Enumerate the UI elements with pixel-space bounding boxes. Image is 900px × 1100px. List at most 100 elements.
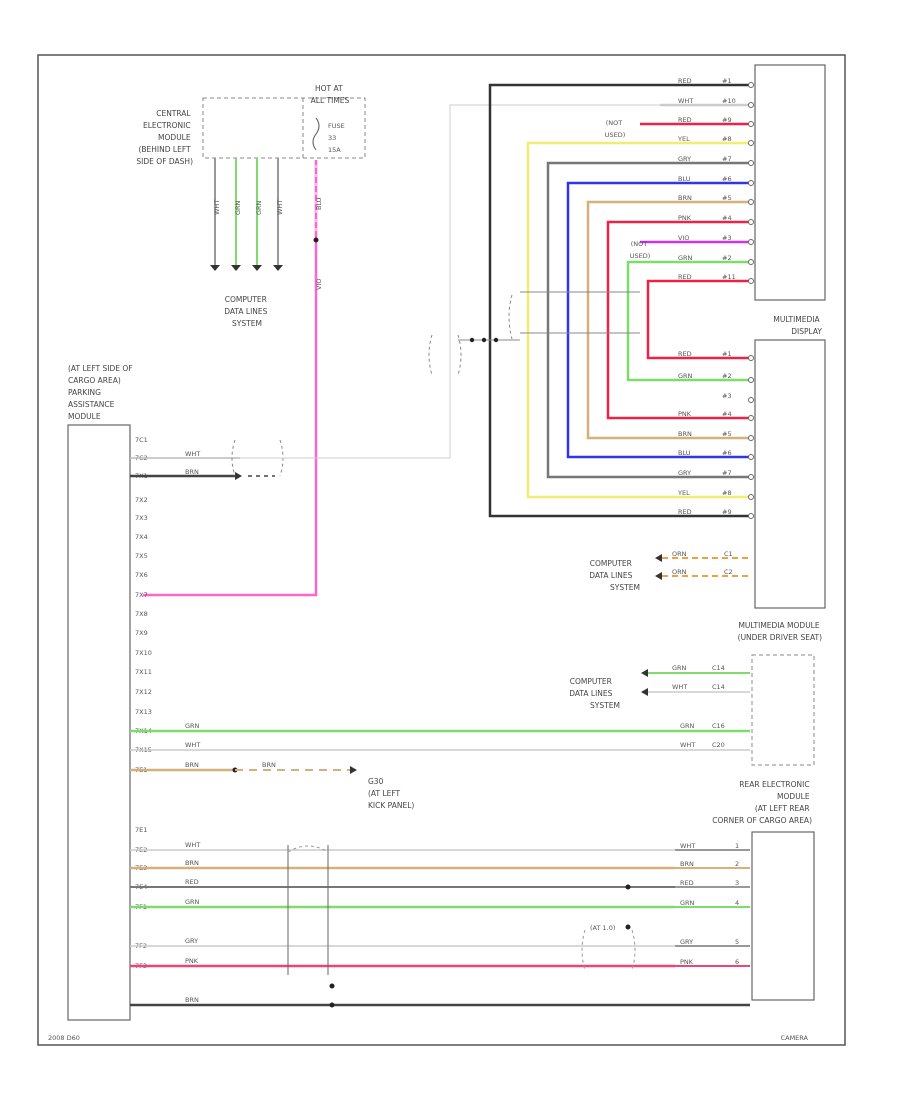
display-bottom-pin-mark <box>748 397 754 403</box>
display-bottom-pin: #8 <box>722 489 732 497</box>
rem-wire-label: GRY <box>680 938 693 946</box>
display-top-pin: #5 <box>722 194 732 202</box>
display-bottom-pin-mark <box>748 474 754 480</box>
pam-wire-x14-label: WHT <box>185 741 200 749</box>
pam-pin-label: 7X8 <box>135 610 148 618</box>
display-nested-loops <box>526 122 660 499</box>
mm-module-label: MULTIMEDIA MODULE (UNDER DRIVER SEAT) <box>738 621 822 642</box>
ground-label: G30 (AT LEFT KICK PANEL) <box>368 777 414 810</box>
pam-wire-x13-label: GRN <box>185 722 200 730</box>
rem-wire-label: WHT <box>680 842 695 850</box>
display-top-pin: #6 <box>722 175 732 183</box>
cem-label: CENTRAL ELECTRONIC MODULE (BEHIND LEFT S… <box>136 109 193 166</box>
rem-pin: 4 <box>735 899 739 907</box>
display-top-wire-label: BLU <box>678 175 691 183</box>
pam-wire-c3-arrow <box>235 472 242 480</box>
multimedia-display: MULTIMEDIA DISPLAY RED#1WHT#10RED#9YEL#8… <box>488 64 826 609</box>
cdl-low-label: COMPUTER DATA LINES SYSTEM <box>569 677 620 710</box>
display-top-pin-mark <box>748 140 754 146</box>
display-top-wire-label: WHT <box>678 97 693 105</box>
cem-wire-label-4: WHT <box>276 200 284 215</box>
pink-wire-label-2: VIO <box>315 279 323 290</box>
rem-wire-label: BRN <box>680 860 694 868</box>
cem-arrow-4 <box>273 265 283 271</box>
rem-wire-label: GRN <box>680 899 695 907</box>
splice-dot-3 <box>493 337 499 343</box>
display-bottom-pin-mark <box>748 513 754 519</box>
cdl-top-label: COMPUTER DATA LINES SYSTEM <box>224 295 270 328</box>
pink-wire-path <box>143 160 318 597</box>
display-nested-loop <box>546 161 660 479</box>
footer-right: CAMERA <box>781 1034 809 1042</box>
pam-pin-label: 7X2 <box>135 496 148 504</box>
display-top-pin: #9 <box>722 116 732 124</box>
display-bottom-pin: #2 <box>722 372 732 380</box>
display-bottom-pin-mark <box>748 377 754 383</box>
display-top-box <box>754 64 826 301</box>
pam-pin-label: 7X5 <box>135 552 148 560</box>
display-top-pin-mark <box>748 121 754 127</box>
mm-pin-4: C20 <box>712 741 725 749</box>
central-electronic-module: CENTRAL ELECTRONIC MODULE (BEHIND LEFT S… <box>136 84 366 328</box>
cdl-mid-arrow-1 <box>655 554 662 562</box>
display-top-pin: #8 <box>722 135 732 143</box>
rem-label: REAR ELECTRONIC MODULE (AT LEFT REAR COR… <box>712 780 812 825</box>
pam-wires: WHT BRN GRN WHT BRN BRN G30 (AT LEFT KIC… <box>130 104 750 1008</box>
pam-pin-label: 7X13 <box>135 708 152 716</box>
pam-pin-label: 7X11 <box>135 668 152 676</box>
fuse-symbol <box>312 117 320 151</box>
display-nested-loop <box>526 141 660 499</box>
body-splices <box>428 291 640 376</box>
pam-pin-label: 7X3 <box>135 514 148 522</box>
display-top-wire-label: GRY <box>678 155 691 163</box>
cdl-mid-wire-label-2: ORN <box>672 568 687 576</box>
fuse-label: FUSE 33 15A <box>328 122 347 154</box>
display-top-wire-label: BRN <box>678 194 692 202</box>
display-bottom-wire-label: RED <box>678 350 692 358</box>
not-used-label-1: (NOT USED) <box>605 119 626 139</box>
rem-pin: 1 <box>735 842 739 850</box>
rem-box <box>751 831 815 1001</box>
rem-pin: 2 <box>735 860 739 868</box>
mm-module-box <box>751 654 815 766</box>
display-top-pin-mark <box>748 82 754 88</box>
display-bottom-wire-label: PNK <box>678 410 692 418</box>
display-top-pin: #7 <box>722 155 732 163</box>
cem-wire-label-1: WHT <box>213 200 221 215</box>
pam-wire-e1-label: WHT <box>185 841 200 849</box>
pink-splice-dot <box>313 237 319 243</box>
rear-electronic-module: REAR ELECTRONIC MODULE (AT LEFT REAR COR… <box>675 780 815 1001</box>
display-top-pin-mark <box>748 239 754 245</box>
mm-wire-label-1: GRN <box>672 664 687 672</box>
pam-f3-splice-2 <box>329 983 335 989</box>
shield-bracket-top <box>287 845 329 853</box>
display-top-pin-mark <box>748 278 754 284</box>
display-bottom-pin-mark <box>748 435 754 441</box>
display-bottom-pin: #9 <box>722 508 732 516</box>
pam-wire-c2-label: WHT <box>185 450 200 458</box>
pam-pin-labels: 7C17C27X17X27X37X47X57X67X77X87X97X107X1… <box>135 436 152 970</box>
display-bottom-wire-label: BLU <box>678 449 691 457</box>
multimedia-module: MULTIMEDIA MODULE (UNDER DRIVER SEAT) GR… <box>569 621 822 766</box>
pam-box <box>67 424 131 1021</box>
rem-splice-bracket <box>581 929 636 971</box>
display-bottom-pin: #4 <box>722 410 732 418</box>
pam-pin-label: 7X9 <box>135 629 148 637</box>
pam-wire-c2-route <box>240 104 670 459</box>
display-bottom-pin-mark <box>748 494 754 500</box>
display-top-pin-mark <box>748 102 754 108</box>
cdl-mid-wire-label-1: ORN <box>672 550 687 558</box>
display-top-pin: #2 <box>722 254 732 262</box>
mm-pin-3: C16 <box>712 722 725 730</box>
display-nested-loop <box>626 260 660 382</box>
mm-wire-label-2: WHT <box>672 683 687 691</box>
display-top-wire-label: YEL <box>677 135 690 143</box>
display-bottom-wires: RED#1GRN#2#3PNK#4BRN#5BLU#6GRY#7YEL#8RED… <box>660 350 754 519</box>
diagram-frame <box>37 54 846 1046</box>
pam-f3-splice <box>329 1002 335 1008</box>
display-bottom-wire-label: YEL <box>677 489 690 497</box>
display-bottom-pin-mark <box>748 454 754 460</box>
mm-pin-2: C14 <box>712 683 725 691</box>
cem-wire-label-2: GRN <box>234 200 242 215</box>
